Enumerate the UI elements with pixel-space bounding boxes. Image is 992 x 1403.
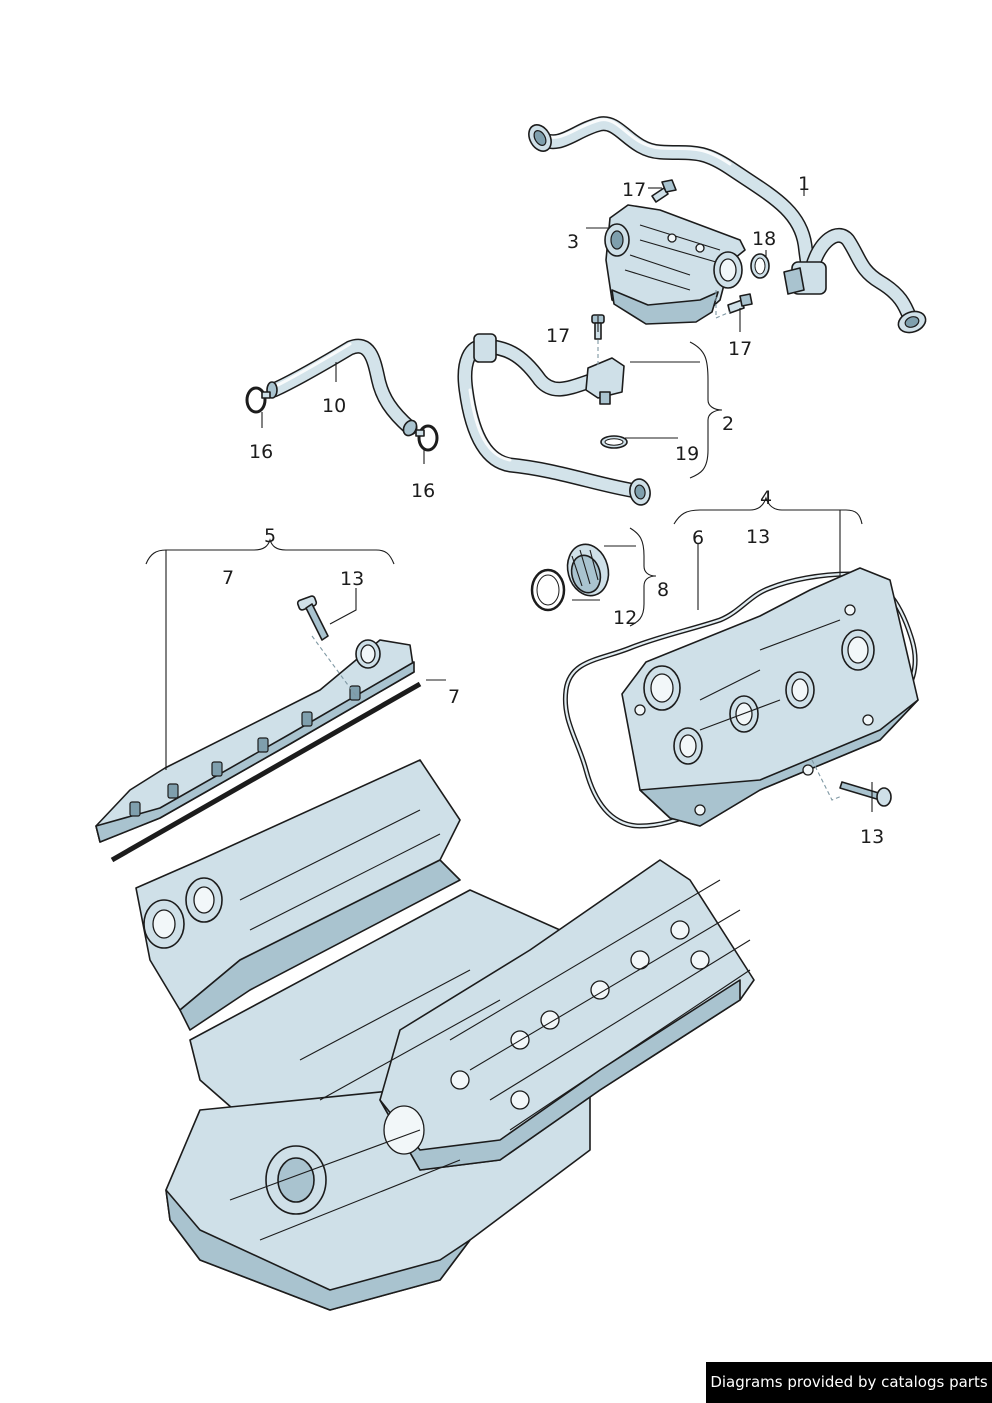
callout-8: 8: [657, 579, 669, 601]
callout-4: 4: [760, 487, 772, 509]
bolt-13-left: [296, 595, 329, 641]
hose-clamp-16-right: [415, 424, 439, 452]
callout-13-top: 13: [746, 526, 770, 548]
callout-5: 5: [264, 525, 276, 547]
callout-6: 6: [692, 527, 704, 549]
hose-10: [266, 338, 418, 437]
callout-16-left: 16: [249, 441, 273, 463]
breather-hose: [528, 116, 927, 334]
gasket-7-left: [110, 681, 422, 863]
callout-13-left: 13: [340, 568, 364, 590]
callout-3: 3: [567, 231, 579, 253]
bolt-17-right: [727, 293, 753, 314]
callout-16-right: 16: [411, 480, 435, 502]
callout-17-right: 17: [728, 338, 752, 360]
callout-2: 2: [722, 413, 734, 435]
callout-17-left: 17: [546, 325, 570, 347]
callout-10: 10: [322, 395, 346, 417]
pressure-valve: [585, 357, 625, 399]
callout-labels: 1 2 3 4 5 6 7 7 8 10 12 13 13 13 16 16 1…: [222, 173, 884, 848]
bolt-17-top: [651, 179, 677, 203]
leader-lines: [145, 180, 873, 812]
callout-12: 12: [613, 607, 637, 629]
left-cylinder-head-cover: [95, 639, 415, 843]
callout-7-top: 7: [222, 567, 234, 589]
diagram-credit-banner: Diagrams provided by catalogs parts: [706, 1362, 992, 1403]
callout-1: 1: [798, 173, 810, 195]
vent-hose-assembly: [457, 333, 651, 506]
hose-clamp-16-left: [245, 386, 271, 414]
oil-separator-housing: [604, 204, 746, 325]
right-cylinder-head-cover: [562, 567, 919, 829]
engine-block: [135, 759, 755, 1311]
callout-19: 19: [675, 443, 699, 465]
hose-end-fitting: [783, 267, 805, 295]
callout-17-top: 17: [622, 179, 646, 201]
callout-13-right: 13: [860, 826, 884, 848]
callout-18: 18: [752, 228, 776, 250]
callout-7-gasket: 7: [448, 686, 460, 708]
filler-cap-8: [566, 543, 610, 597]
seal-ring-12: [530, 568, 566, 612]
bolt-13-right: [839, 781, 892, 807]
